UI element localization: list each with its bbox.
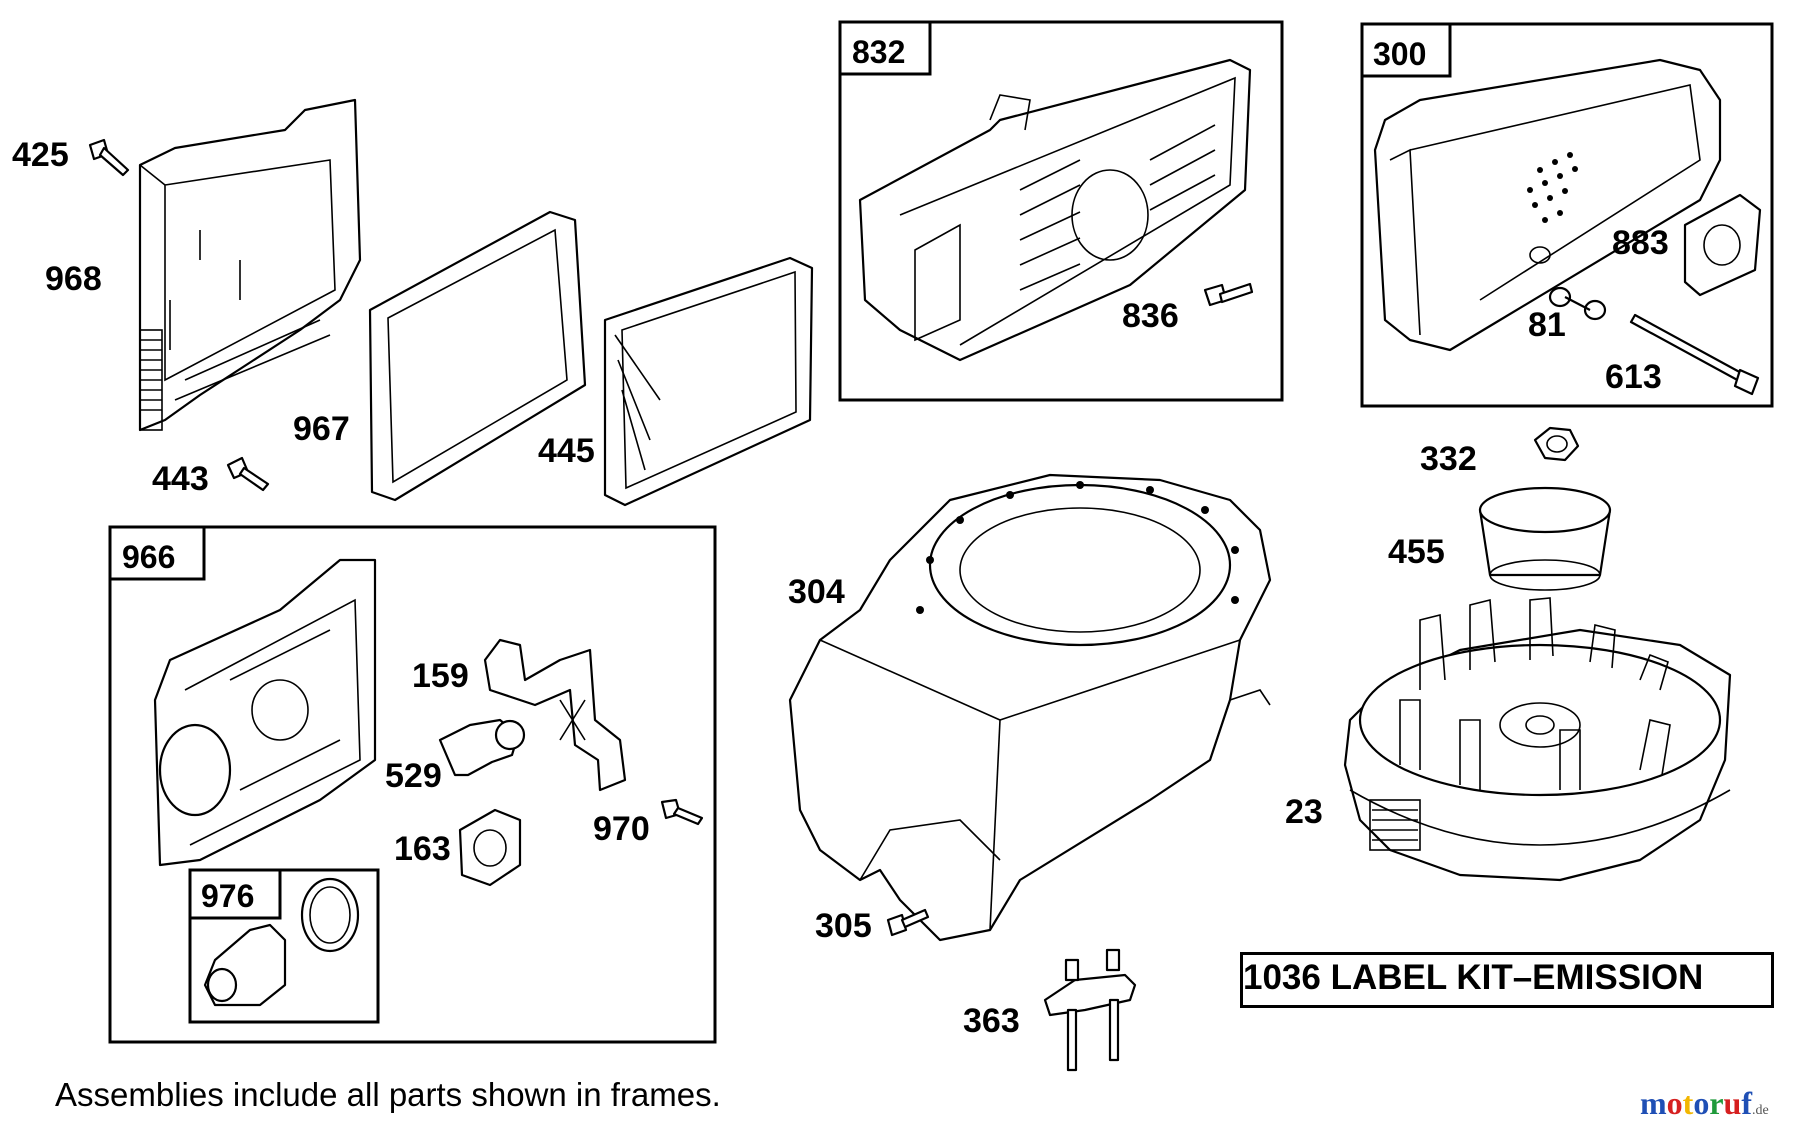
label-970: 970 bbox=[593, 810, 650, 848]
part-159-bracket bbox=[483, 638, 627, 792]
logo-letter: m bbox=[1640, 1085, 1667, 1121]
label-966: 966 bbox=[122, 539, 175, 575]
part-163-gasket bbox=[458, 808, 522, 887]
frame-976 bbox=[188, 868, 380, 1024]
frame-300 bbox=[1360, 22, 1774, 408]
frame-976-tag bbox=[188, 868, 282, 920]
label-81: 81 bbox=[1528, 306, 1566, 344]
part-883-gasket bbox=[1683, 193, 1762, 297]
part-613-bolt bbox=[1629, 313, 1760, 396]
part-81-washer bbox=[1548, 286, 1607, 321]
label-976: 976 bbox=[201, 878, 254, 914]
logo-letter: o bbox=[1666, 1085, 1683, 1121]
label-300: 300 bbox=[1373, 36, 1426, 72]
frame-832-tag bbox=[838, 20, 932, 76]
logo-letter: o bbox=[1693, 1085, 1710, 1121]
part-970-screw bbox=[660, 798, 704, 826]
part-967-pre-cleaner bbox=[368, 210, 587, 502]
part-976-kit bbox=[203, 877, 360, 1007]
part-832-muffler-guard bbox=[858, 58, 1252, 362]
part-455-starter-cup bbox=[1478, 486, 1612, 591]
label-163: 163 bbox=[394, 830, 451, 868]
label-363: 363 bbox=[963, 1002, 1020, 1040]
label-kit-emission: 1036 LABEL KIT–EMISSION bbox=[1243, 958, 1704, 997]
label-529: 529 bbox=[385, 757, 442, 795]
part-445-air-filter bbox=[603, 256, 814, 507]
footnote: Assemblies include all parts shown in fr… bbox=[55, 1076, 721, 1113]
label-23: 23 bbox=[1285, 793, 1323, 831]
label-304: 304 bbox=[788, 573, 845, 611]
label-836: 836 bbox=[1122, 297, 1179, 335]
motoruf-logo[interactable]: motoruf.de bbox=[1640, 1085, 1769, 1122]
logo-letter: f bbox=[1741, 1085, 1752, 1121]
part-332-nut bbox=[1533, 426, 1580, 462]
logo-suffix: .de bbox=[1751, 1103, 1769, 1118]
part-836-screw bbox=[1203, 282, 1254, 307]
label-883: 883 bbox=[1612, 224, 1669, 262]
part-529-tube bbox=[438, 718, 526, 777]
label-967: 967 bbox=[293, 410, 350, 448]
muffler-vent-holes bbox=[1527, 152, 1578, 223]
label-425: 425 bbox=[12, 136, 69, 174]
frame-832 bbox=[838, 20, 1284, 402]
housing-bolt-holes bbox=[916, 481, 1239, 614]
frame-966 bbox=[108, 525, 717, 1044]
part-305-screw bbox=[886, 908, 930, 937]
logo-wordmark: motoruf bbox=[1640, 1085, 1752, 1121]
logo-letter: t bbox=[1682, 1085, 1694, 1121]
label-968: 968 bbox=[45, 260, 102, 298]
label-455: 455 bbox=[1388, 533, 1445, 571]
part-443-screw bbox=[226, 456, 270, 492]
part-968-air-cleaner-base bbox=[138, 98, 362, 432]
part-425-screw bbox=[88, 138, 130, 177]
label-832: 832 bbox=[852, 34, 905, 70]
label-kit-frame bbox=[1240, 952, 1774, 1008]
label-159: 159 bbox=[412, 657, 469, 695]
part-304-blower-housing bbox=[788, 473, 1272, 942]
frame-966-tag bbox=[108, 525, 206, 581]
logo-letter: u bbox=[1723, 1085, 1742, 1121]
label-332: 332 bbox=[1420, 440, 1477, 478]
label-445: 445 bbox=[538, 432, 595, 470]
frame-300-tag bbox=[1360, 22, 1452, 78]
label-443: 443 bbox=[152, 460, 209, 498]
part-966-air-cleaner-body bbox=[153, 558, 377, 867]
logo-letter: r bbox=[1709, 1085, 1724, 1121]
label-613: 613 bbox=[1605, 358, 1662, 396]
part-23-flywheel bbox=[1343, 597, 1732, 882]
part-363-armature-bracket bbox=[1043, 948, 1137, 1072]
label-305: 305 bbox=[815, 907, 872, 945]
part-300-muffler bbox=[1373, 58, 1722, 352]
